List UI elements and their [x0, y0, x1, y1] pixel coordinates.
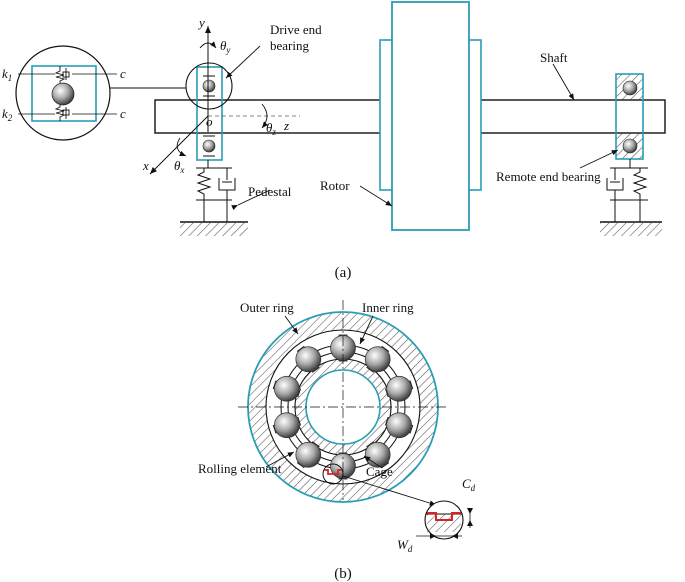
- theta-x-label: θx: [174, 158, 184, 175]
- pedestal-label: Pedestal: [248, 184, 292, 199]
- axis-y-label: y: [197, 15, 205, 30]
- inset-c-top-label: c: [120, 66, 126, 81]
- rolling-element-ball: [364, 346, 391, 373]
- rolling-element-ball: [295, 346, 322, 373]
- theta-y-label: θy: [220, 38, 230, 55]
- rotor-label: Rotor: [320, 178, 350, 193]
- rolling-element-ball: [386, 375, 412, 402]
- origin-label: o: [206, 114, 213, 129]
- rolling-element-ball: [274, 375, 300, 402]
- inner-ring-label: Inner ring: [362, 300, 414, 315]
- right-pedestal: [600, 159, 662, 236]
- outer-race-defect: [322, 463, 344, 485]
- panel-a-label: (a): [335, 265, 352, 281]
- inset-k1-label: k1: [2, 66, 12, 83]
- inset-c-bottom-label: c: [120, 106, 126, 121]
- drive-end-bearing-label-line1: Drive end: [270, 22, 322, 37]
- cage-label: Cage: [366, 464, 393, 479]
- part-b-bearing-cross-section: Cd Wd Outer ring Inner ring Rolling elem…: [198, 300, 476, 582]
- rolling-element-label: Rolling element: [198, 461, 282, 476]
- drive-end-bearing: [185, 62, 233, 161]
- rolling-element-ball: [386, 412, 412, 439]
- axis-x-label: x: [142, 158, 149, 173]
- rolling-element-ball: [295, 441, 322, 468]
- part-a-rotor-system: k1 k2 c c y z x o θy θz θx: [2, 1, 666, 281]
- rolling-element-ball: [274, 412, 300, 439]
- panel-b-label: (b): [334, 566, 352, 582]
- rotor-disc: [379, 1, 482, 231]
- bearing-inset: [15, 45, 117, 141]
- defect-depth-label: Cd: [462, 476, 476, 493]
- axis-z-label: z: [283, 118, 289, 133]
- theta-z-label: θz: [266, 120, 276, 137]
- coordinate-axes: [149, 26, 300, 175]
- drive-end-bearing-label-line2: bearing: [270, 38, 309, 53]
- remote-end-bearing-label: Remote end bearing: [496, 169, 601, 184]
- remote-end-bearing: [615, 73, 644, 160]
- defect-detail: [416, 500, 473, 540]
- outer-ring-label: Outer ring: [240, 300, 294, 315]
- inset-k2-label: k2: [2, 106, 13, 123]
- left-pedestal: [180, 160, 248, 236]
- shaft-label: Shaft: [540, 50, 568, 65]
- defect-width-label: Wd: [397, 537, 413, 554]
